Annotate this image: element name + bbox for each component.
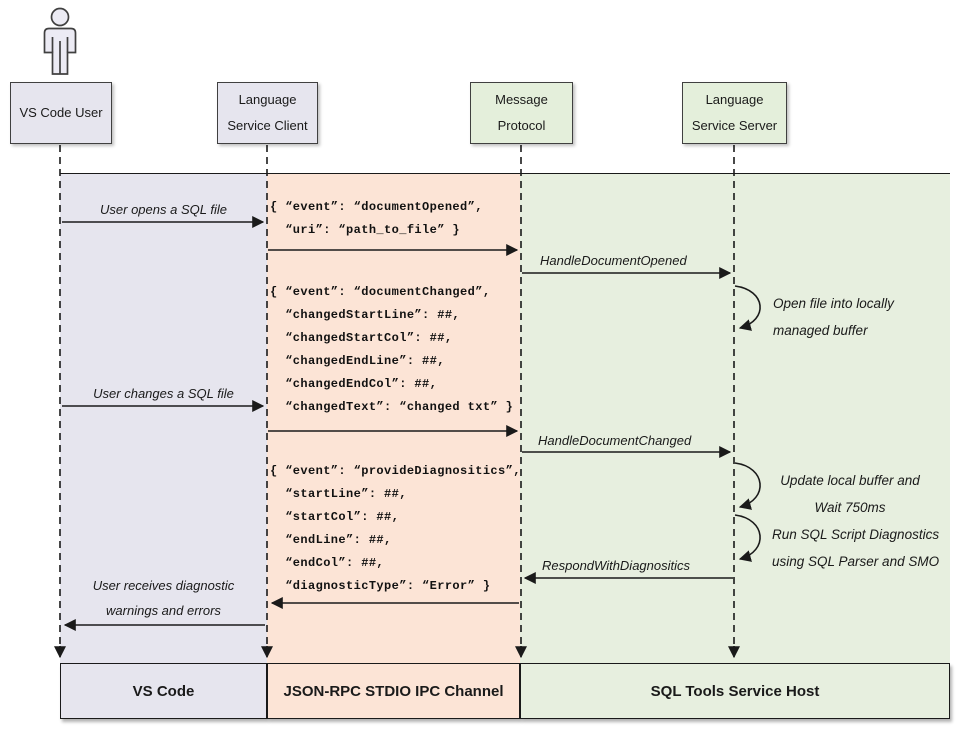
- footer-label-sql-tools-service-host: SQL Tools Service Host: [650, 682, 820, 700]
- footer-label-json-rpc-channel: JSON-RPC STDIO IPC Channel: [283, 682, 504, 700]
- note-open-buffer: Open file into locally managed buffer: [773, 290, 894, 344]
- payload-document-changed: { “event”: “documentChanged”, “changedSt…: [270, 281, 513, 419]
- text-line: “uri”: “path_to_file” }: [270, 223, 461, 237]
- label-user-receives-diagnostics: User receives diagnostic warnings and err…: [60, 573, 267, 623]
- self-loop-update-buffer: [734, 462, 761, 510]
- self-loop-open-buffer: [734, 285, 761, 331]
- self-loop-run-diagnostics: [734, 514, 761, 562]
- text-line: { “event”: “documentOpened”,: [270, 200, 483, 214]
- label-handle-document-changed: HandleDocumentChanged: [538, 433, 692, 448]
- payload-document-opened: { “event”: “documentOpened”, “uri”: “pat…: [270, 196, 483, 242]
- text-line: “endLine”: ##,: [270, 533, 392, 547]
- text-line: User receives diagnostic: [92, 578, 235, 593]
- text-line: using SQL Parser and SMO: [772, 554, 940, 569]
- text-line: Run SQL Script Diagnostics: [772, 527, 940, 542]
- text-line: { “event”: “provideDiagnositics”,: [270, 464, 521, 478]
- text-line: Protocol: [497, 118, 546, 133]
- text-line: “startLine”: ##,: [270, 487, 407, 501]
- text-line: “changedEndCol”: ##,: [270, 377, 438, 391]
- text-line: VS Code User: [19, 105, 103, 120]
- text-line: “endCol”: ##,: [270, 556, 385, 570]
- text-line: “diagnosticType”: “Error” }: [270, 579, 491, 593]
- text-line: warnings and errors: [106, 603, 221, 618]
- footer-label-vs-code: VS Code: [132, 682, 195, 700]
- label-user-opens-file: User opens a SQL file: [100, 202, 227, 217]
- text-line: “startCol”: ##,: [270, 510, 400, 524]
- text-line: Language: [705, 92, 764, 107]
- text-line: “changedStartLine”: ##,: [270, 308, 461, 322]
- service-host-lane: [520, 174, 950, 719]
- user-actor-icon: [43, 7, 77, 75]
- footer-box-json-rpc-channel: JSON-RPC STDIO IPC Channel: [267, 663, 520, 719]
- label-handle-document-opened: HandleDocumentOpened: [540, 253, 687, 268]
- text-line: Update local buffer and: [780, 473, 920, 488]
- text-line: Service Client: [227, 118, 308, 133]
- text-line: Open file into locally: [773, 296, 894, 311]
- text-line: Language: [238, 92, 297, 107]
- text-line: managed buffer: [773, 323, 868, 338]
- swimlane-band: [60, 173, 950, 719]
- text-line: Wait 750ms: [814, 500, 886, 515]
- text-line: “changedText”: “changed txt” }: [270, 400, 514, 414]
- label-user-changes-file: User changes a SQL file: [93, 386, 234, 401]
- actor-box-vs-code-user: VS Code User: [10, 82, 112, 144]
- payload-provide-diagnostics: { “event”: “provideDiagnositics”, “start…: [270, 460, 521, 598]
- footer-box-vs-code: VS Code: [60, 663, 267, 719]
- text-line: Service Server: [691, 118, 778, 133]
- ipc-channel-lane: [267, 174, 520, 719]
- note-run-diagnostics: Run SQL Script Diagnostics using SQL Pars…: [772, 521, 939, 575]
- text-line: “changedEndLine”: ##,: [270, 354, 445, 368]
- text-line: Message: [495, 92, 548, 107]
- label-respond-with-diagnostics: RespondWithDiagnositics: [542, 558, 691, 573]
- vs-code-lane: [60, 174, 267, 719]
- footer-box-sql-tools-service-host: SQL Tools Service Host: [520, 663, 950, 719]
- text-line: { “event”: “documentChanged”,: [270, 285, 491, 299]
- text-line: “changedStartCol”: ##,: [270, 331, 453, 345]
